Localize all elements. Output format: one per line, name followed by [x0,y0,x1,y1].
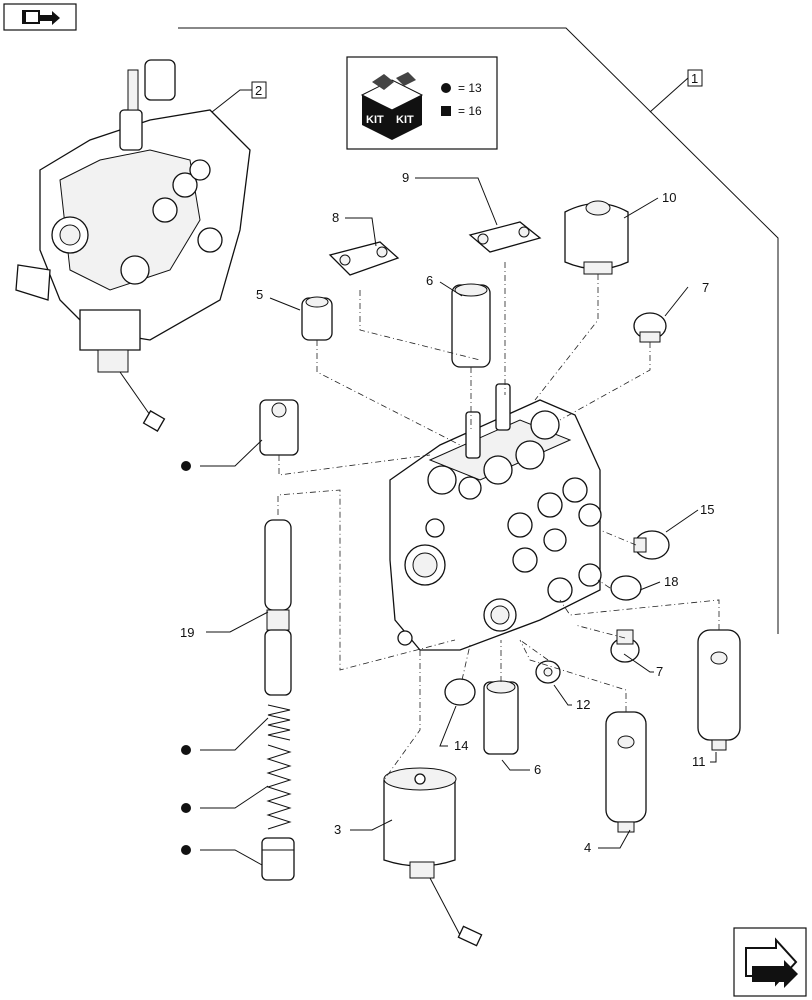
callout-labels: 1 2 3 4 5 6 6 7 7 8 9 10 11 12 14 15 18 … [180,69,714,855]
callout-8: 8 [332,210,339,225]
kit-bullet [181,845,191,855]
part-8-flange [328,241,400,276]
callout-3: 3 [334,822,341,837]
callout-10: 10 [662,190,676,205]
part-9-flange [468,221,542,253]
part-6-cap-top [451,283,491,368]
kit-box-icon: KIT KIT [360,72,424,140]
part-3-solenoid [383,767,483,947]
callout-1: 1 [691,71,698,86]
main-valve-body [389,383,602,651]
part-11-cartridge [697,629,741,751]
leader-lines [200,89,717,866]
callout-19: 19 [180,625,194,640]
part-10-actuator [564,200,629,275]
part-7-plug-bottom [610,629,640,663]
callout-18: 18 [664,574,678,589]
kit-bullet [181,745,191,755]
callout-14: 14 [454,738,468,753]
callout-15: 15 [700,502,714,517]
callout-12: 12 [576,697,590,712]
long-spring [266,744,292,830]
part-4-cartridge [605,711,647,833]
kit-label-left: KIT [366,114,384,126]
next-page-arrow-icon[interactable] [733,927,807,997]
callout-6-bottom: 6 [534,762,541,777]
callout-7-top: 7 [702,280,709,295]
assembly-bracket-lines [178,27,779,634]
kit-plug [261,837,295,881]
kit-bullet [181,461,191,471]
kit-legend: KIT KIT = 13 = 16 [346,56,498,150]
part-19-spool [264,519,292,696]
callout-2: 2 [255,83,262,98]
part-6-cap-bottom [483,680,519,755]
callout-11: 11 [692,754,706,769]
kit-square-marker [441,106,451,116]
assembly-center-lines [277,262,720,781]
callout-5: 5 [256,287,263,302]
part-15-plug [633,530,670,560]
book-arrow-icon[interactable] [3,3,77,31]
part-5-plug [301,296,333,341]
kit-circle-quantity: = 13 [458,81,482,95]
kit-bullet [181,803,191,813]
part-2-valve-assembly [15,59,251,432]
kit-square-quantity: = 16 [458,104,482,118]
part-14-plug [444,678,476,706]
part-7-plug-top [633,312,667,343]
kit-circle-marker [441,83,451,93]
kit-label-right: KIT [396,114,414,126]
kit-bullets [181,461,191,855]
part-18-plug [610,575,642,601]
callout-4: 4 [584,840,591,855]
small-spring [267,704,291,741]
callout-7-bottom: 7 [656,664,663,679]
part-12-fitting [535,660,561,684]
callout-6-top: 6 [426,273,433,288]
callout-9: 9 [402,170,409,185]
kit-seat-plug [259,399,299,456]
